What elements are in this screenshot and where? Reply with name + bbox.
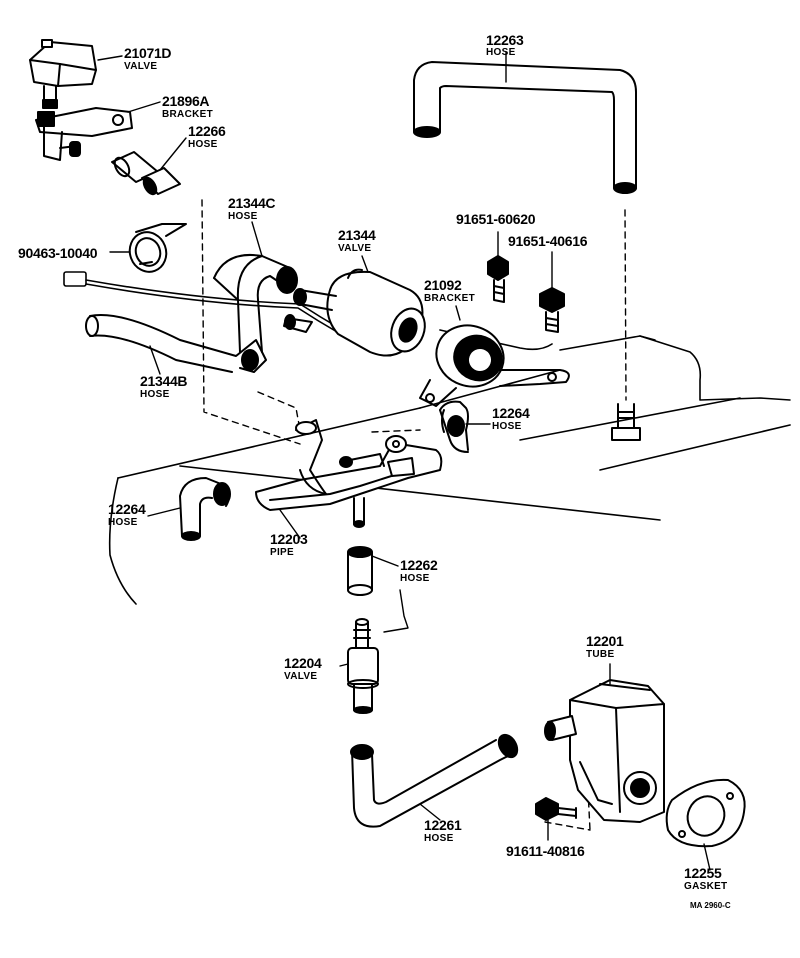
part-number-12203: 12203 <box>270 531 308 547</box>
part-number-21344C: 21344C <box>228 195 276 211</box>
hose-12264-upper[interactable] <box>439 400 469 453</box>
part-number-12266: 12266 <box>188 123 226 139</box>
drawing-reference: MA 2960-C <box>690 901 731 910</box>
part-number-90463-10040: 90463-10040 <box>18 245 98 261</box>
part-number-12264-upper: 12264 <box>492 405 530 421</box>
part-name-21344B: HOSE <box>140 389 170 400</box>
hose-12266[interactable] <box>111 151 181 196</box>
bolt-91651-60620[interactable] <box>487 255 509 303</box>
part-name-12261: HOSE <box>424 833 454 844</box>
part-name-21344C: HOSE <box>228 211 258 222</box>
part-name-21896A: BRACKET <box>162 109 213 120</box>
part-name-12201: TUBE <box>586 649 615 660</box>
part-number-91611-40816: 91611-40816 <box>506 843 585 859</box>
hose-12261[interactable] <box>350 732 521 828</box>
hose-21344B[interactable] <box>85 314 267 373</box>
hose-12264-lower[interactable] <box>179 477 231 541</box>
bolt-91611-40816[interactable] <box>535 797 577 821</box>
gasket-12255[interactable] <box>665 778 746 848</box>
valve-21344[interactable] <box>283 268 431 357</box>
label-leader-lines <box>97 51 711 871</box>
part-name-12263: HOSE <box>486 47 516 58</box>
bolt-91651-40616[interactable] <box>539 287 565 333</box>
part-number-21344: 21344 <box>338 227 376 243</box>
part-name-12203: PIPE <box>270 547 294 558</box>
part-name-12262: HOSE <box>400 573 430 584</box>
hose-12262-upper[interactable] <box>347 546 373 596</box>
leader-12262 <box>383 589 409 633</box>
part-name-21071D: VALVE <box>124 61 158 72</box>
tube-12201[interactable] <box>544 679 665 823</box>
bracket-21896A[interactable] <box>35 107 133 161</box>
part-name-12255: GASKET <box>684 881 728 892</box>
part-name-12204: VALVE <box>284 671 318 682</box>
valve-21071D[interactable] <box>29 39 97 109</box>
part-number-21092: 21092 <box>424 277 462 293</box>
stud-bolt <box>611 403 641 441</box>
part-number-12264-lower: 12264 <box>108 501 146 517</box>
part-number-12255: 12255 <box>684 865 722 881</box>
part-number-91651-60620: 91651-60620 <box>456 211 536 227</box>
part-number-12262: 12262 <box>400 557 438 573</box>
part-name-12266: HOSE <box>188 139 218 150</box>
part-number-21896A: 21896A <box>162 93 210 109</box>
hose-12263[interactable] <box>413 61 637 194</box>
part-number-12261: 12261 <box>424 817 462 833</box>
pipe-12203[interactable] <box>255 419 443 528</box>
part-name-21092: BRACKET <box>424 293 475 304</box>
part-name-21344: VALVE <box>338 243 372 254</box>
valve-12204[interactable] <box>347 618 379 714</box>
part-number-12204: 12204 <box>284 655 322 671</box>
part-number-91651-40616: 91651-40616 <box>508 233 588 249</box>
part-number-21344B: 21344B <box>140 373 188 389</box>
clamp-90463-10040[interactable] <box>124 223 187 277</box>
part-number-21071D: 21071D <box>124 45 172 61</box>
part-number-12201: 12201 <box>586 633 624 649</box>
bracket-21092[interactable] <box>419 316 570 407</box>
part-name-12264-lower: HOSE <box>108 517 138 528</box>
part-name-12264-upper: HOSE <box>492 421 522 432</box>
part-number-12263: 12263 <box>486 32 524 48</box>
